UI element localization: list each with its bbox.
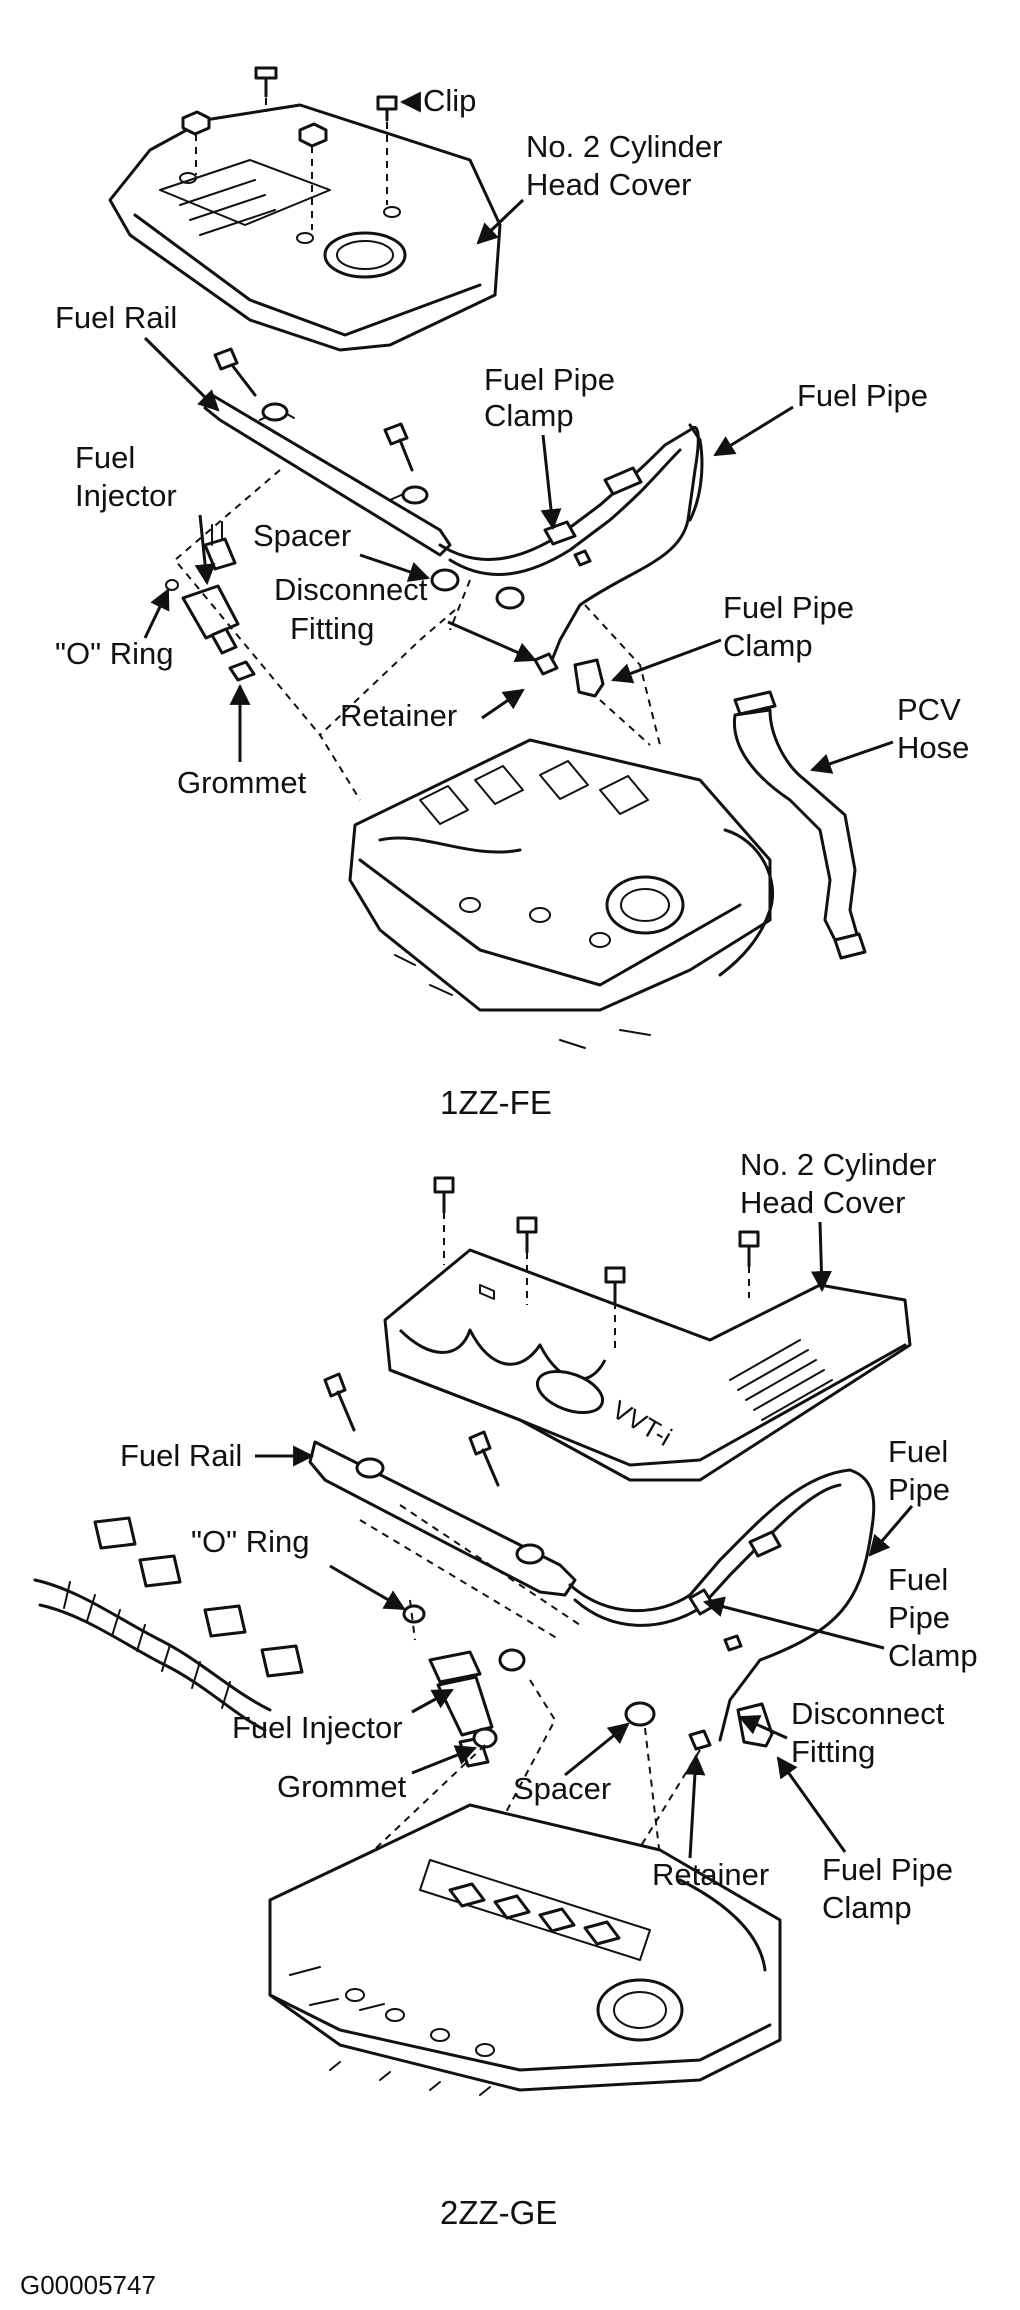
o-ring-icon <box>165 579 179 591</box>
bolt-icon <box>604 1266 626 1350</box>
label-head-cover-line1: No. 2 Cylinder <box>526 129 722 164</box>
label-fuel-pipe-2zz-line2: Pipe <box>888 1472 950 1507</box>
cover-bolts-2zz <box>433 1176 760 1350</box>
label-fuel-pipe-clamp-lower-2zz-line1: Fuel Pipe <box>822 1852 953 1887</box>
grommet-icon <box>228 660 256 682</box>
fuel-rail-1zz <box>203 347 525 610</box>
label-o-ring: "O" Ring <box>55 636 174 671</box>
fuel-injector-2zz <box>402 1604 656 1768</box>
label-fuel-pipe-clamp-line2: Clamp <box>484 398 574 433</box>
label-head-cover-2zz-line1: No. 2 Cylinder <box>740 1147 936 1182</box>
engine-head-1zz <box>348 738 775 1049</box>
fuel-injector-1zz <box>165 521 256 682</box>
engine-head-2zz <box>268 1803 782 2096</box>
label-head-cover-2zz-line2: Head Cover <box>740 1185 905 1220</box>
label-fuel-pipe-2zz-line1: Fuel <box>888 1434 948 1469</box>
label-fuel-pipe-clamp-lower-2zz-line2: Clamp <box>822 1890 912 1925</box>
label-fuel-rail-2zz: Fuel Rail <box>120 1438 242 1473</box>
fuel-pipe-1zz <box>438 423 704 698</box>
label-fuel-pipe: Fuel Pipe <box>797 378 928 413</box>
section-1zz-fe: Clip No. 2 Cylinder Head Cover Fuel Rail… <box>55 66 969 1121</box>
pcv-hose-1zz <box>732 690 867 960</box>
o-ring-icon <box>402 1604 426 1624</box>
label-fuel-pipe-clamp-2zz-line2: Pipe <box>888 1600 950 1635</box>
label-o-ring-2zz: "O" Ring <box>191 1524 310 1559</box>
no2-cylinder-head-cover-2zz: VVT-i <box>383 1248 912 1482</box>
label-fuel-pipe-clamp-lower-line1: Fuel Pipe <box>723 590 854 625</box>
label-fuel-injector-2zz: Fuel Injector <box>232 1710 403 1745</box>
label-grommet: Grommet <box>177 765 307 800</box>
bolt-icon <box>433 1176 455 1265</box>
label-fuel-pipe-clamp-2zz-line1: Fuel <box>888 1562 948 1597</box>
label-clip: Clip <box>423 83 476 118</box>
clip-icon <box>376 95 398 205</box>
figure-id: G00005747 <box>20 2270 156 2300</box>
label-spacer: Spacer <box>253 518 351 553</box>
label-fuel-rail: Fuel Rail <box>55 300 177 335</box>
grommet-icon <box>472 1727 498 1749</box>
label-disconnect-fitting-line1: Disconnect <box>274 572 428 607</box>
label-fuel-injector-line1: Fuel <box>75 440 135 475</box>
label-grommet-2zz: Grommet <box>277 1769 407 1804</box>
bolt-icon <box>738 1230 760 1298</box>
label-disconnect-fitting-2zz-line1: Disconnect <box>791 1696 945 1731</box>
label-fuel-pipe-clamp-2zz-line3: Clamp <box>888 1638 978 1673</box>
label-spacer-2zz: Spacer <box>513 1771 611 1806</box>
label-fuel-pipe-clamp-lower-line2: Clamp <box>723 628 813 663</box>
wiring-harness-2zz <box>33 1516 304 1732</box>
assembly-dashed-lines-1zz <box>173 469 661 801</box>
bolt-icon <box>298 122 328 230</box>
leader-arrows-2zz <box>255 1221 914 1859</box>
leader-arrows-1zz <box>143 91 894 774</box>
bolt-icon <box>181 110 211 175</box>
bolt-icon <box>516 1216 538 1305</box>
caption-1zz-fe: 1ZZ-FE <box>440 1084 552 1121</box>
cover-bolts-1zz <box>181 66 398 230</box>
no2-cylinder-head-cover-1zz <box>108 103 502 352</box>
label-disconnect-fitting-line2: Fitting <box>290 611 374 646</box>
caption-2zz-ge: 2ZZ-GE <box>440 2194 557 2231</box>
label-pcv-line2: Hose <box>897 730 969 765</box>
label-fuel-pipe-clamp-line1: Fuel Pipe <box>484 362 615 397</box>
label-fuel-injector-line2: Injector <box>75 478 177 513</box>
label-pcv-line1: PCV <box>897 692 961 727</box>
bolt-icon <box>254 66 278 112</box>
label-head-cover-line2: Head Cover <box>526 167 691 202</box>
section-2zz-ge: VVT-i <box>33 1147 978 2231</box>
label-disconnect-fitting-2zz-line2: Fitting <box>791 1734 875 1769</box>
label-retainer-2zz: Retainer <box>652 1857 769 1892</box>
label-retainer: Retainer <box>340 698 457 733</box>
